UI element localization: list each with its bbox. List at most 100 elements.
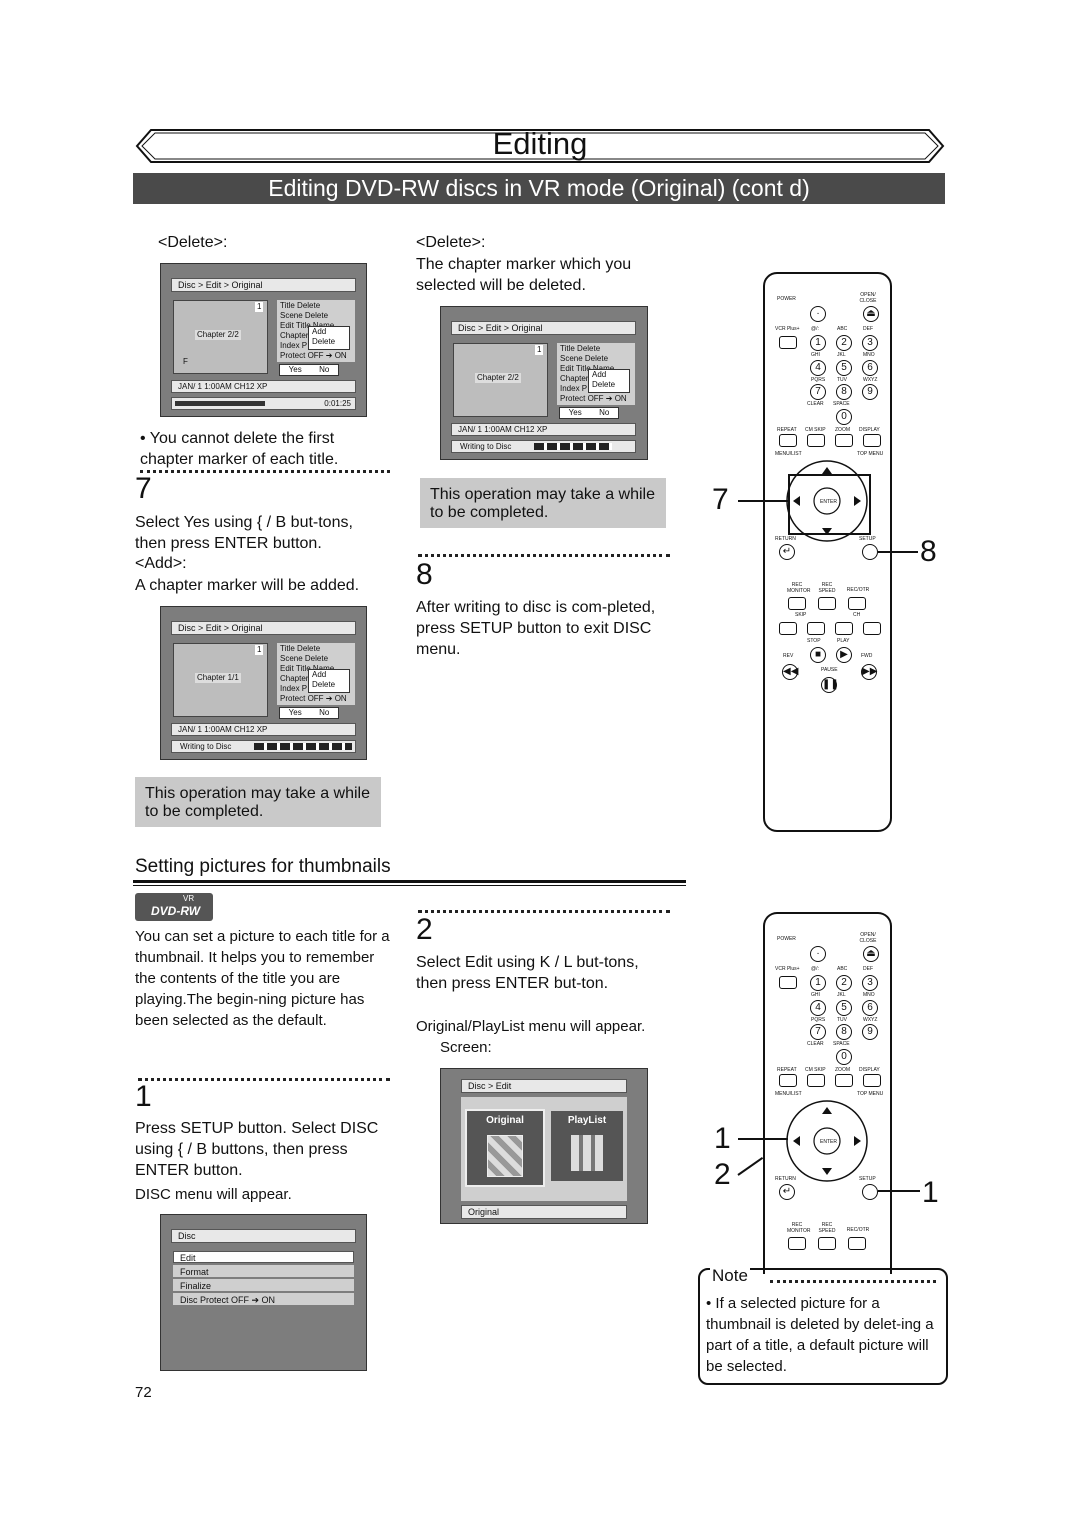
open-close-button[interactable]: ⏏ xyxy=(863,946,879,962)
play-button[interactable]: ▶ xyxy=(836,647,852,663)
rec-otr-button[interactable] xyxy=(848,1237,866,1250)
menu-item[interactable]: Title Delete xyxy=(280,301,321,310)
callout-step-1: 1 xyxy=(714,1122,731,1155)
original-option[interactable]: Original xyxy=(465,1109,545,1187)
disc-menu-edit[interactable]: Edit xyxy=(173,1251,354,1263)
menu-item[interactable]: Protect OFF ➔ ON xyxy=(280,351,347,360)
playlist-option[interactable]: PlayList xyxy=(551,1111,623,1181)
menu-item[interactable]: Scene Delete xyxy=(280,654,329,663)
step-8-text: After writing to disc is com-pleted, pre… xyxy=(416,599,656,658)
digit-4-button[interactable]: 4 xyxy=(810,360,826,376)
zoom-button[interactable] xyxy=(835,1074,853,1087)
digit-3-button[interactable]: 3 xyxy=(862,975,878,991)
digit-2-button[interactable]: 2 xyxy=(836,975,852,991)
digit-5-button[interactable]: 5 xyxy=(836,360,852,376)
menu-item[interactable]: Chapter xyxy=(280,674,309,683)
menu-item[interactable]: Index P xyxy=(560,384,588,393)
operation-note: This operation may take a while to be co… xyxy=(420,478,666,528)
rec-otr-button[interactable] xyxy=(848,597,866,610)
menu-item[interactable]: Edit Title Name xyxy=(560,364,614,373)
screen-breadcrumb: Disc > Edit > Original xyxy=(451,321,636,335)
digit-7-button[interactable]: 7 xyxy=(810,1024,826,1040)
yes-button[interactable]: Yes xyxy=(568,408,582,417)
setup-button[interactable] xyxy=(862,1184,878,1200)
no-button[interactable]: No xyxy=(319,708,330,717)
menu-item[interactable]: Edit Title Name xyxy=(280,321,334,330)
digit-3-button[interactable]: 3 xyxy=(862,335,878,351)
digit-2-button[interactable]: 2 xyxy=(836,335,852,351)
add-delete-popup: Add Delete xyxy=(308,326,350,350)
rec-monitor-button[interactable] xyxy=(788,1237,806,1250)
digit-9-button[interactable]: 9 xyxy=(862,384,878,400)
digit-6-button[interactable]: 6 xyxy=(862,360,878,376)
navigation-pad[interactable] xyxy=(785,1099,870,1184)
rec-speed-button[interactable] xyxy=(818,1237,836,1250)
digit-7-button[interactable]: 7 xyxy=(810,384,826,400)
pause-button[interactable]: ❚❚ xyxy=(821,677,839,693)
cm-skip-button[interactable] xyxy=(807,434,825,447)
skip-back-button[interactable] xyxy=(779,622,797,635)
menu-item[interactable]: Protect OFF ➔ ON xyxy=(560,394,627,403)
digit-9-button[interactable]: 9 xyxy=(862,1024,878,1040)
disc-menu-protect[interactable]: Disc Protect OFF ➔ ON xyxy=(173,1293,354,1305)
fast-forward-button[interactable]: ▶▶ xyxy=(861,664,877,680)
display-button[interactable] xyxy=(863,434,881,447)
zoom-button[interactable] xyxy=(835,434,853,447)
menu-item[interactable]: Index P xyxy=(280,684,308,693)
display-button[interactable] xyxy=(863,1074,881,1087)
channel-down-button[interactable] xyxy=(835,622,853,635)
no-button[interactable]: No xyxy=(599,408,610,417)
skip-forward-button[interactable] xyxy=(807,622,825,635)
digit-5-button[interactable]: 5 xyxy=(836,1000,852,1016)
vcr-plus-button[interactable] xyxy=(779,336,797,349)
menu-item[interactable]: Title Delete xyxy=(280,644,321,653)
status-bar: JAN/ 1 1:00AM CH12 XP xyxy=(451,423,636,436)
abc-label: ABC xyxy=(837,326,848,332)
digit-1-button[interactable]: 1 xyxy=(810,975,826,991)
menu-item[interactable]: Index P xyxy=(280,341,308,350)
power-button[interactable]: · xyxy=(810,946,826,962)
yes-button[interactable]: Yes xyxy=(288,365,302,374)
menu-item[interactable]: Chapter xyxy=(560,374,589,383)
rewind-button[interactable]: ◀◀ xyxy=(782,664,798,680)
repeat-button[interactable] xyxy=(779,434,797,447)
return-button[interactable]: ↵ xyxy=(779,1184,795,1200)
menu-item[interactable]: Edit Title Name xyxy=(280,664,334,673)
digit-1-button[interactable]: 1 xyxy=(810,335,826,351)
no-button[interactable]: No xyxy=(319,365,330,374)
menu-item[interactable]: Title Delete xyxy=(560,344,601,353)
digit-6-button[interactable]: 6 xyxy=(862,1000,878,1016)
popup-add[interactable]: Add xyxy=(312,327,327,336)
popup-delete[interactable]: Delete xyxy=(312,337,336,346)
menu-item[interactable]: Scene Delete xyxy=(560,354,609,363)
disc-menu-finalize[interactable]: Finalize xyxy=(173,1279,354,1291)
at-label: @/: xyxy=(811,326,819,332)
popup-delete[interactable]: Delete xyxy=(592,380,616,389)
channel-up-button[interactable] xyxy=(863,622,881,635)
disc-menu-format[interactable]: Format xyxy=(173,1265,354,1277)
rec-speed-button[interactable] xyxy=(818,597,836,610)
rec-monitor-button[interactable] xyxy=(788,597,806,610)
return-button[interactable]: ↵ xyxy=(779,544,795,560)
navigation-pad[interactable] xyxy=(785,459,870,544)
popup-add[interactable]: Add xyxy=(592,370,607,379)
yes-button[interactable]: Yes xyxy=(288,708,302,717)
open-close-button[interactable]: ⏏ xyxy=(863,306,879,322)
setup-button[interactable] xyxy=(862,544,878,560)
stop-button[interactable]: ■ xyxy=(810,647,826,663)
repeat-button[interactable] xyxy=(779,1074,797,1087)
popup-delete[interactable]: Delete xyxy=(312,680,336,689)
power-button[interactable]: · xyxy=(810,306,826,322)
step-2-number: 2 xyxy=(416,913,433,946)
digit-0-button[interactable]: 0 xyxy=(836,409,852,425)
cm-skip-button[interactable] xyxy=(807,1074,825,1087)
menu-item[interactable]: Chapter xyxy=(280,331,309,340)
menu-item[interactable]: Protect OFF ➔ ON xyxy=(280,694,347,703)
digit-0-button[interactable]: 0 xyxy=(836,1049,852,1065)
vcr-plus-button[interactable] xyxy=(779,976,797,989)
digit-8-button[interactable]: 8 xyxy=(836,384,852,400)
digit-4-button[interactable]: 4 xyxy=(810,1000,826,1016)
digit-8-button[interactable]: 8 xyxy=(836,1024,852,1040)
menu-item[interactable]: Scene Delete xyxy=(280,311,329,320)
popup-add[interactable]: Add xyxy=(312,670,327,679)
